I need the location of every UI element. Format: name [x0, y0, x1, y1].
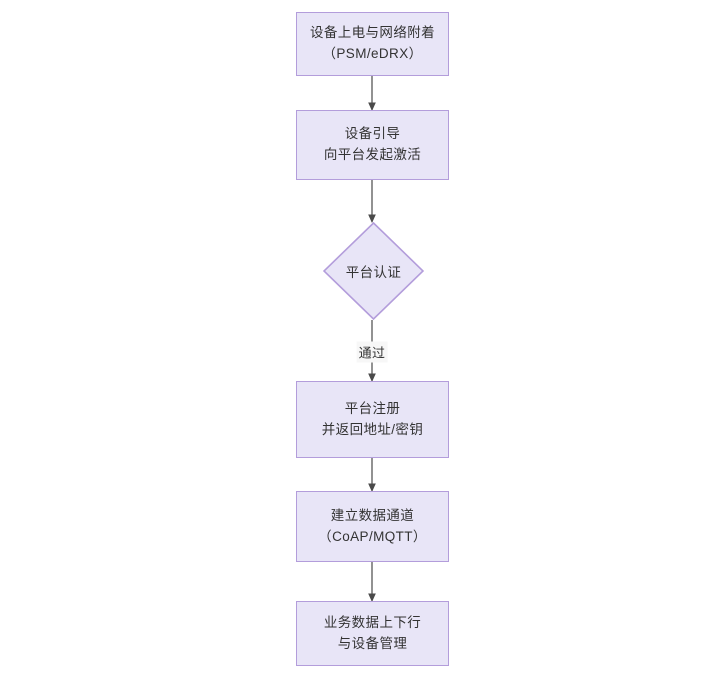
node-service-data-line-1: 业务数据上下行 [323, 614, 422, 630]
node-power-on[interactable]: 设备上电与网络附着 （PSM/eDRX） [296, 12, 449, 76]
node-platform-register-line-2: 并返回地址/密钥 [321, 421, 424, 437]
diamond-shape [323, 222, 424, 320]
node-platform-auth-label: 平台认证 [345, 265, 402, 280]
node-platform-register[interactable]: 平台注册 并返回地址/密钥 [296, 381, 449, 458]
node-service-data[interactable]: 业务数据上下行 与设备管理 [296, 601, 449, 666]
node-bootstrap-line-2: 向平台发起激活 [323, 147, 422, 162]
node-power-on-line-2: （PSM/eDRX） [322, 46, 423, 61]
node-bootstrap[interactable]: 设备引导 向平台发起激活 [296, 110, 449, 180]
node-data-channel-line-1: 建立数据通道 [330, 507, 415, 523]
node-bootstrap-line-1: 设备引导 [344, 126, 401, 142]
node-service-data-line-2: 与设备管理 [337, 635, 408, 651]
node-power-on-line-1: 设备上电与网络附着 [309, 25, 436, 41]
node-data-channel[interactable]: 建立数据通道 （CoAP/MQTT） [296, 491, 449, 562]
node-data-channel-line-2: （CoAP/MQTT） [318, 528, 427, 544]
edge-label-pass: 通过 [356, 341, 388, 363]
node-platform-register-line-1: 平台注册 [344, 400, 401, 416]
node-platform-auth[interactable]: 平台认证 [323, 222, 424, 320]
